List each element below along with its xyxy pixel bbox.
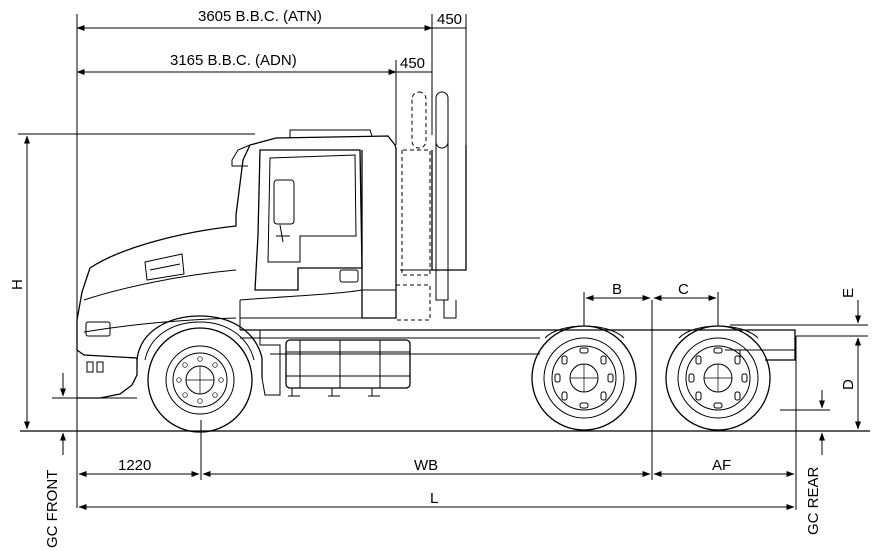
truck-illustration: [76, 91, 796, 433]
stack-offset-second-label: 450: [400, 55, 425, 72]
height-label: H: [9, 279, 26, 290]
dim-b: B: [583, 281, 651, 326]
dim-front-overhang: 1220: [78, 420, 202, 480]
wheelbase-label: WB: [414, 457, 438, 474]
stack-offset-top-label: 450: [437, 11, 462, 28]
rear-wheel-2: [665, 325, 771, 431]
dim-bbc-adn: 3165 B.B.C. (ADN): [76, 52, 397, 145]
dim-c-label: C: [678, 281, 689, 298]
after-frame-label: AF: [712, 457, 731, 474]
front-wheel: [147, 327, 253, 433]
dim-b-label: B: [612, 281, 622, 298]
bbc-atn-label: 3605 B.B.C. (ATN): [198, 8, 322, 25]
dim-after-frame: AF: [653, 457, 795, 477]
cab-body: [76, 129, 397, 399]
dim-e: E: [730, 288, 868, 350]
gc-rear-label: GC REAR: [805, 466, 822, 535]
front-overhang-label: 1220: [118, 457, 151, 474]
dim-wheelbase: WB: [202, 300, 653, 480]
chassis-frame: [240, 329, 796, 361]
dim-height: H: [9, 133, 255, 430]
dim-d: D: [796, 335, 868, 430]
dim-450-second: 450: [396, 55, 432, 73]
dim-c: C: [653, 281, 719, 326]
length-label: L: [430, 490, 438, 507]
dim-450-top: 450: [432, 11, 467, 145]
dim-e-label: E: [840, 288, 857, 298]
dim-gc-rear: GC REAR: [780, 336, 830, 535]
fuel-tank: [285, 339, 411, 397]
exhaust-stacks: [396, 91, 467, 321]
dim-bbc-atn: 3605 B.B.C. (ATN): [76, 8, 433, 135]
rear-wheel-1: [531, 325, 637, 431]
bbc-adn-label: 3165 B.B.C. (ADN): [170, 52, 297, 69]
dim-length: L: [78, 490, 795, 510]
gc-front-label: GC FRONT: [44, 470, 61, 548]
dim-d-label: D: [840, 379, 857, 390]
